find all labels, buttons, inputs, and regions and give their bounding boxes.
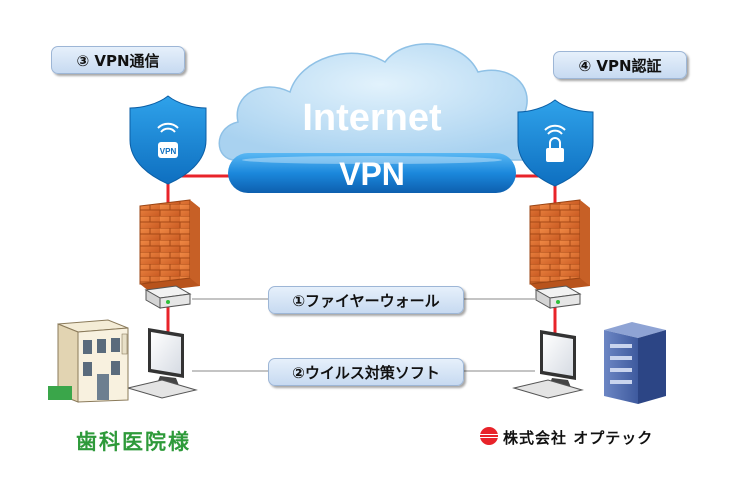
left-shield-lock-icon <box>129 95 207 185</box>
connector-lines <box>192 298 535 372</box>
cloud-vpn-label: VPN <box>339 156 405 192</box>
antivirus-text: ②ウイルス対策ソフト <box>292 363 440 382</box>
left-router-icon <box>144 285 192 309</box>
left-brick-firewall-icon <box>139 199 200 292</box>
cloud-internet-label: Internet <box>302 97 442 139</box>
firewall-text: ①ファイヤーウォール <box>292 291 440 310</box>
company-name: 株式会社 オプテック <box>503 429 654 447</box>
vpn-tube <box>228 153 516 193</box>
left-monitor-icon <box>148 328 184 388</box>
right-shield-lock-icon <box>517 99 594 187</box>
left-keyboard-icon <box>126 379 198 399</box>
vpn-communication-text: ③ VPN通信 <box>76 51 160 70</box>
right-router-icon <box>534 285 582 309</box>
wifi-icon <box>157 122 179 133</box>
right-keyboard-icon <box>512 379 584 399</box>
clinic-building-icon <box>48 319 129 403</box>
company-logo-icon <box>476 427 502 445</box>
firewall-label: ①ファイヤーウォール <box>268 286 464 314</box>
vpn-authentication-label: ④ VPN認証 <box>553 51 687 79</box>
vpn-authentication-text: ④ VPN認証 <box>578 56 662 75</box>
right-monitor-icon <box>540 330 576 390</box>
vpn-communication-label: ③ VPN通信 <box>51 46 185 74</box>
wifi-icon <box>544 124 566 135</box>
server-tower-icon <box>604 322 666 404</box>
shield-badge-label: VPN <box>160 147 177 156</box>
right-brick-firewall-icon <box>529 199 590 292</box>
antivirus-label: ②ウイルス対策ソフト <box>268 358 464 386</box>
clinic-name: 歯科医院様 <box>76 430 191 454</box>
